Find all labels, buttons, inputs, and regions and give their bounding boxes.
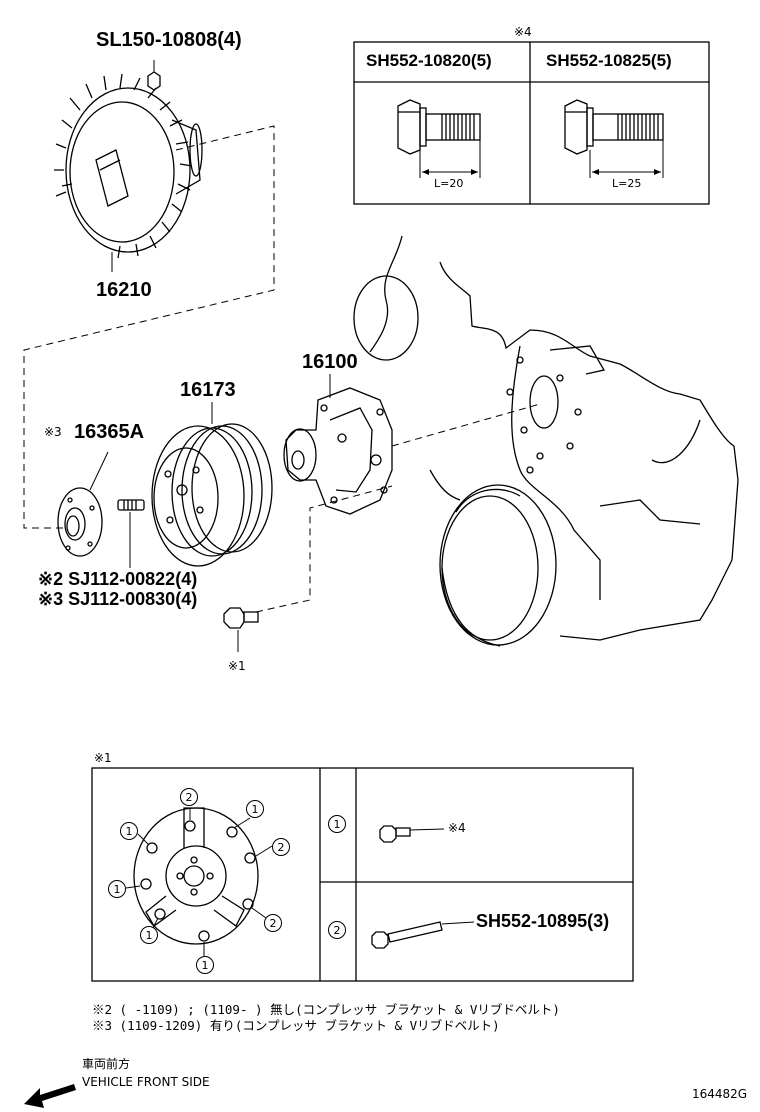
engine-block-drawing — [353, 235, 739, 647]
short-bolt-drawing — [379, 825, 445, 843]
detail-callout: 2 — [264, 914, 282, 932]
stud-label-1[interactable]: ※2 SJ112-00822(4) — [38, 569, 198, 589]
stud-drawing — [117, 499, 145, 568]
pump-face-detail-drawing — [125, 807, 273, 956]
bolt-table-frame — [353, 41, 710, 205]
detail-callout: 1 — [120, 822, 138, 840]
bolt-table-col1-header[interactable]: SH552-10820(5) — [366, 51, 492, 70]
row1-ref-label: ※4 — [448, 821, 466, 835]
footnote-2: ※2 ( -1109) ; (1109- ) 無し(コンプレッサ ブラケット &… — [92, 1002, 560, 1017]
vehicle-front-en-label: VEHICLE FRONT SIDE — [82, 1075, 210, 1089]
row2-number-badge: 2 — [328, 921, 346, 939]
water-pump-label[interactable]: 16100 — [302, 351, 358, 373]
detail-callout: 1 — [196, 956, 214, 974]
water-pump-drawing — [283, 374, 393, 515]
bolt-table-col2-header[interactable]: SH552-10825(5) — [546, 51, 672, 70]
vehicle-front-jp-label: 車両前方 — [82, 1057, 131, 1071]
pump-alignment-line — [391, 403, 541, 447]
pump-bolt-ref-label: ※1 — [228, 659, 246, 673]
fan-clutch-alignment-line — [23, 125, 275, 529]
detail-box-frame — [91, 767, 634, 982]
row2-part-label[interactable]: SH552-10895(3) — [476, 911, 610, 931]
fan-clutch-label[interactable]: 16210 — [96, 279, 152, 301]
fan-clutch-bolt-label[interactable]: SL150-10808(4) — [96, 29, 242, 51]
stud-label-2[interactable]: ※3 SJ112-00830(4) — [38, 589, 198, 609]
detail-callout: 1 — [108, 880, 126, 898]
bolt-length-l25: L=25 — [612, 177, 642, 190]
seal-plate-drawing — [57, 451, 109, 557]
bolt-length-l20: L=20 — [434, 177, 464, 190]
vehicle-front-arrow-icon — [24, 1084, 76, 1108]
diagram-id-label: 164482G — [692, 1087, 748, 1101]
long-bolt-drawing — [371, 921, 475, 949]
pulley-label[interactable]: 16173 — [180, 379, 236, 401]
detail-callout: 2 — [272, 838, 290, 856]
flange-bolt-l25-drawing — [564, 99, 664, 178]
pulley-drawing — [151, 402, 273, 567]
footnote-3: ※3 (1109-1209) 有り(コンプレッサ ブラケット & Vリブドベルト… — [92, 1018, 500, 1033]
flange-bolt-l20-drawing — [397, 99, 481, 178]
bolt-alignment-line — [255, 485, 393, 613]
detail-callout: 1 — [246, 800, 264, 818]
pump-bolt-drawing — [223, 607, 259, 652]
seal-plate-label[interactable]: 16365A — [74, 421, 145, 443]
seal-mark: ※3 — [44, 425, 62, 439]
bolt-table-mark: ※4 — [514, 25, 532, 39]
detail-callout: 2 — [180, 788, 198, 806]
row1-number-badge: 1 — [328, 815, 346, 833]
fan-clutch-drawing — [54, 60, 203, 272]
detail-callout: 1 — [140, 926, 158, 944]
detail-mark: ※1 — [94, 751, 112, 765]
